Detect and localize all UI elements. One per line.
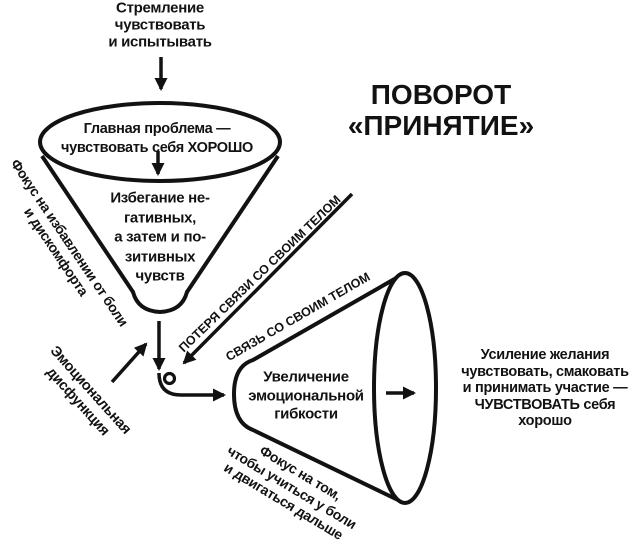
emotional-flexibility-label: Увеличение эмоциональной гибкости xyxy=(248,368,364,423)
left-funnel-rim xyxy=(38,101,282,183)
right-funnel-body xyxy=(232,275,399,502)
dysfunction-arrow-icon xyxy=(110,342,148,384)
avoidance-label: Избегание не- гативных, а затем и по- зи… xyxy=(110,189,210,285)
right-funnel-rim xyxy=(372,271,438,505)
desire-strengthening-label: Усиление желания чувствовать, смаковать … xyxy=(461,346,629,429)
aspiration-label: Стремление чувствовать и испытывать xyxy=(108,0,212,51)
loss-connection-arrow-icon xyxy=(182,192,354,365)
elbow-right-arrow-icon xyxy=(157,372,226,402)
pivot-point-icon xyxy=(162,371,177,386)
main-problem-label: Главная проблема — чувствовать себя ХОРО… xyxy=(60,121,254,156)
page-title: ПОВОРОТ «ПРИНЯТИЕ» xyxy=(347,79,535,141)
left-funnel-body xyxy=(40,154,280,314)
